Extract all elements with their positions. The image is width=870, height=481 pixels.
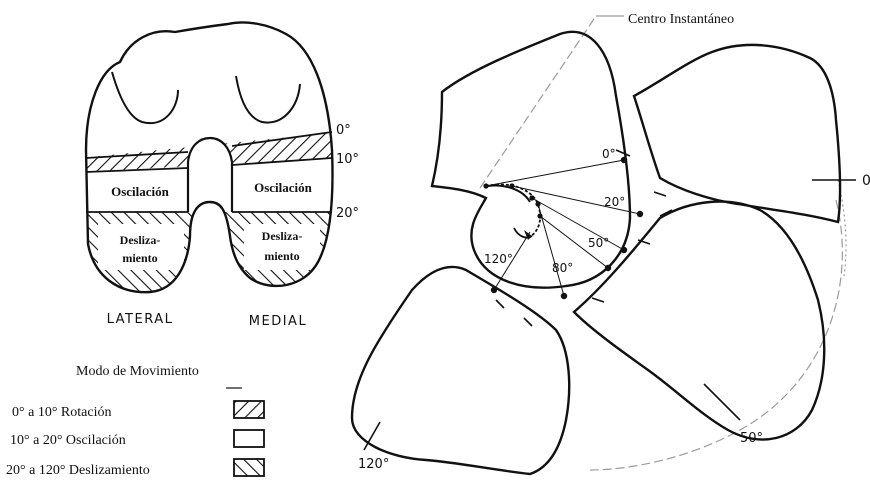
outer-angle-50: 50°: [740, 431, 763, 446]
medial-label: MEDIAL: [249, 314, 307, 329]
instant-center-label: Centro Instantáneo: [628, 12, 734, 27]
inner-angle-0: 0°: [602, 147, 616, 161]
legend-swatch-oscillation: [234, 430, 264, 447]
inner-angle-50: 50°: [588, 236, 609, 250]
lateral-label: LATERAL: [107, 312, 174, 327]
tibia-position-50: [574, 202, 824, 440]
legend-item-oscillation: 10° a 20° Oscilación: [10, 433, 126, 448]
legend: Modo de Movimiento 0° a 10° Rotación 10°…: [6, 364, 264, 478]
oscillation-label-lateral: Oscilación: [111, 184, 170, 199]
inner-angle-20: 20°: [604, 195, 625, 209]
instant-center-diagram: 0 50° 120°: [352, 12, 870, 474]
legend-title: Modo de Movimiento: [76, 364, 199, 379]
outer-angle-0: 0: [862, 173, 870, 189]
sliding-label-lateral-1: Desliza-: [120, 233, 161, 247]
instant-center-locus: [486, 185, 540, 238]
legend-swatch-sliding: [234, 459, 264, 476]
condyle-degree-0: 0°: [336, 123, 351, 138]
sliding-label-medial-1: Desliza-: [262, 229, 303, 243]
sliding-label-lateral-2: miento: [122, 251, 157, 265]
oscillation-label-medial: Oscilación: [254, 180, 313, 195]
tibia-position-120: [352, 267, 569, 474]
condyle-degree-20: 20°: [336, 206, 359, 221]
outer-angle-120: 120°: [358, 457, 389, 472]
sliding-label-medial-2: miento: [264, 249, 299, 263]
condyle-degree-10: 10°: [336, 152, 359, 167]
intercondylar-notch: [190, 202, 230, 300]
inner-angle-80: 80°: [552, 261, 573, 275]
legend-item-sliding: 20° a 120° Deslizamiento: [6, 463, 150, 478]
inner-angle-120: 120°: [484, 252, 513, 266]
legend-swatch-rotation: [234, 401, 264, 418]
legend-item-rotation: 0° a 10° Rotación: [12, 405, 111, 420]
